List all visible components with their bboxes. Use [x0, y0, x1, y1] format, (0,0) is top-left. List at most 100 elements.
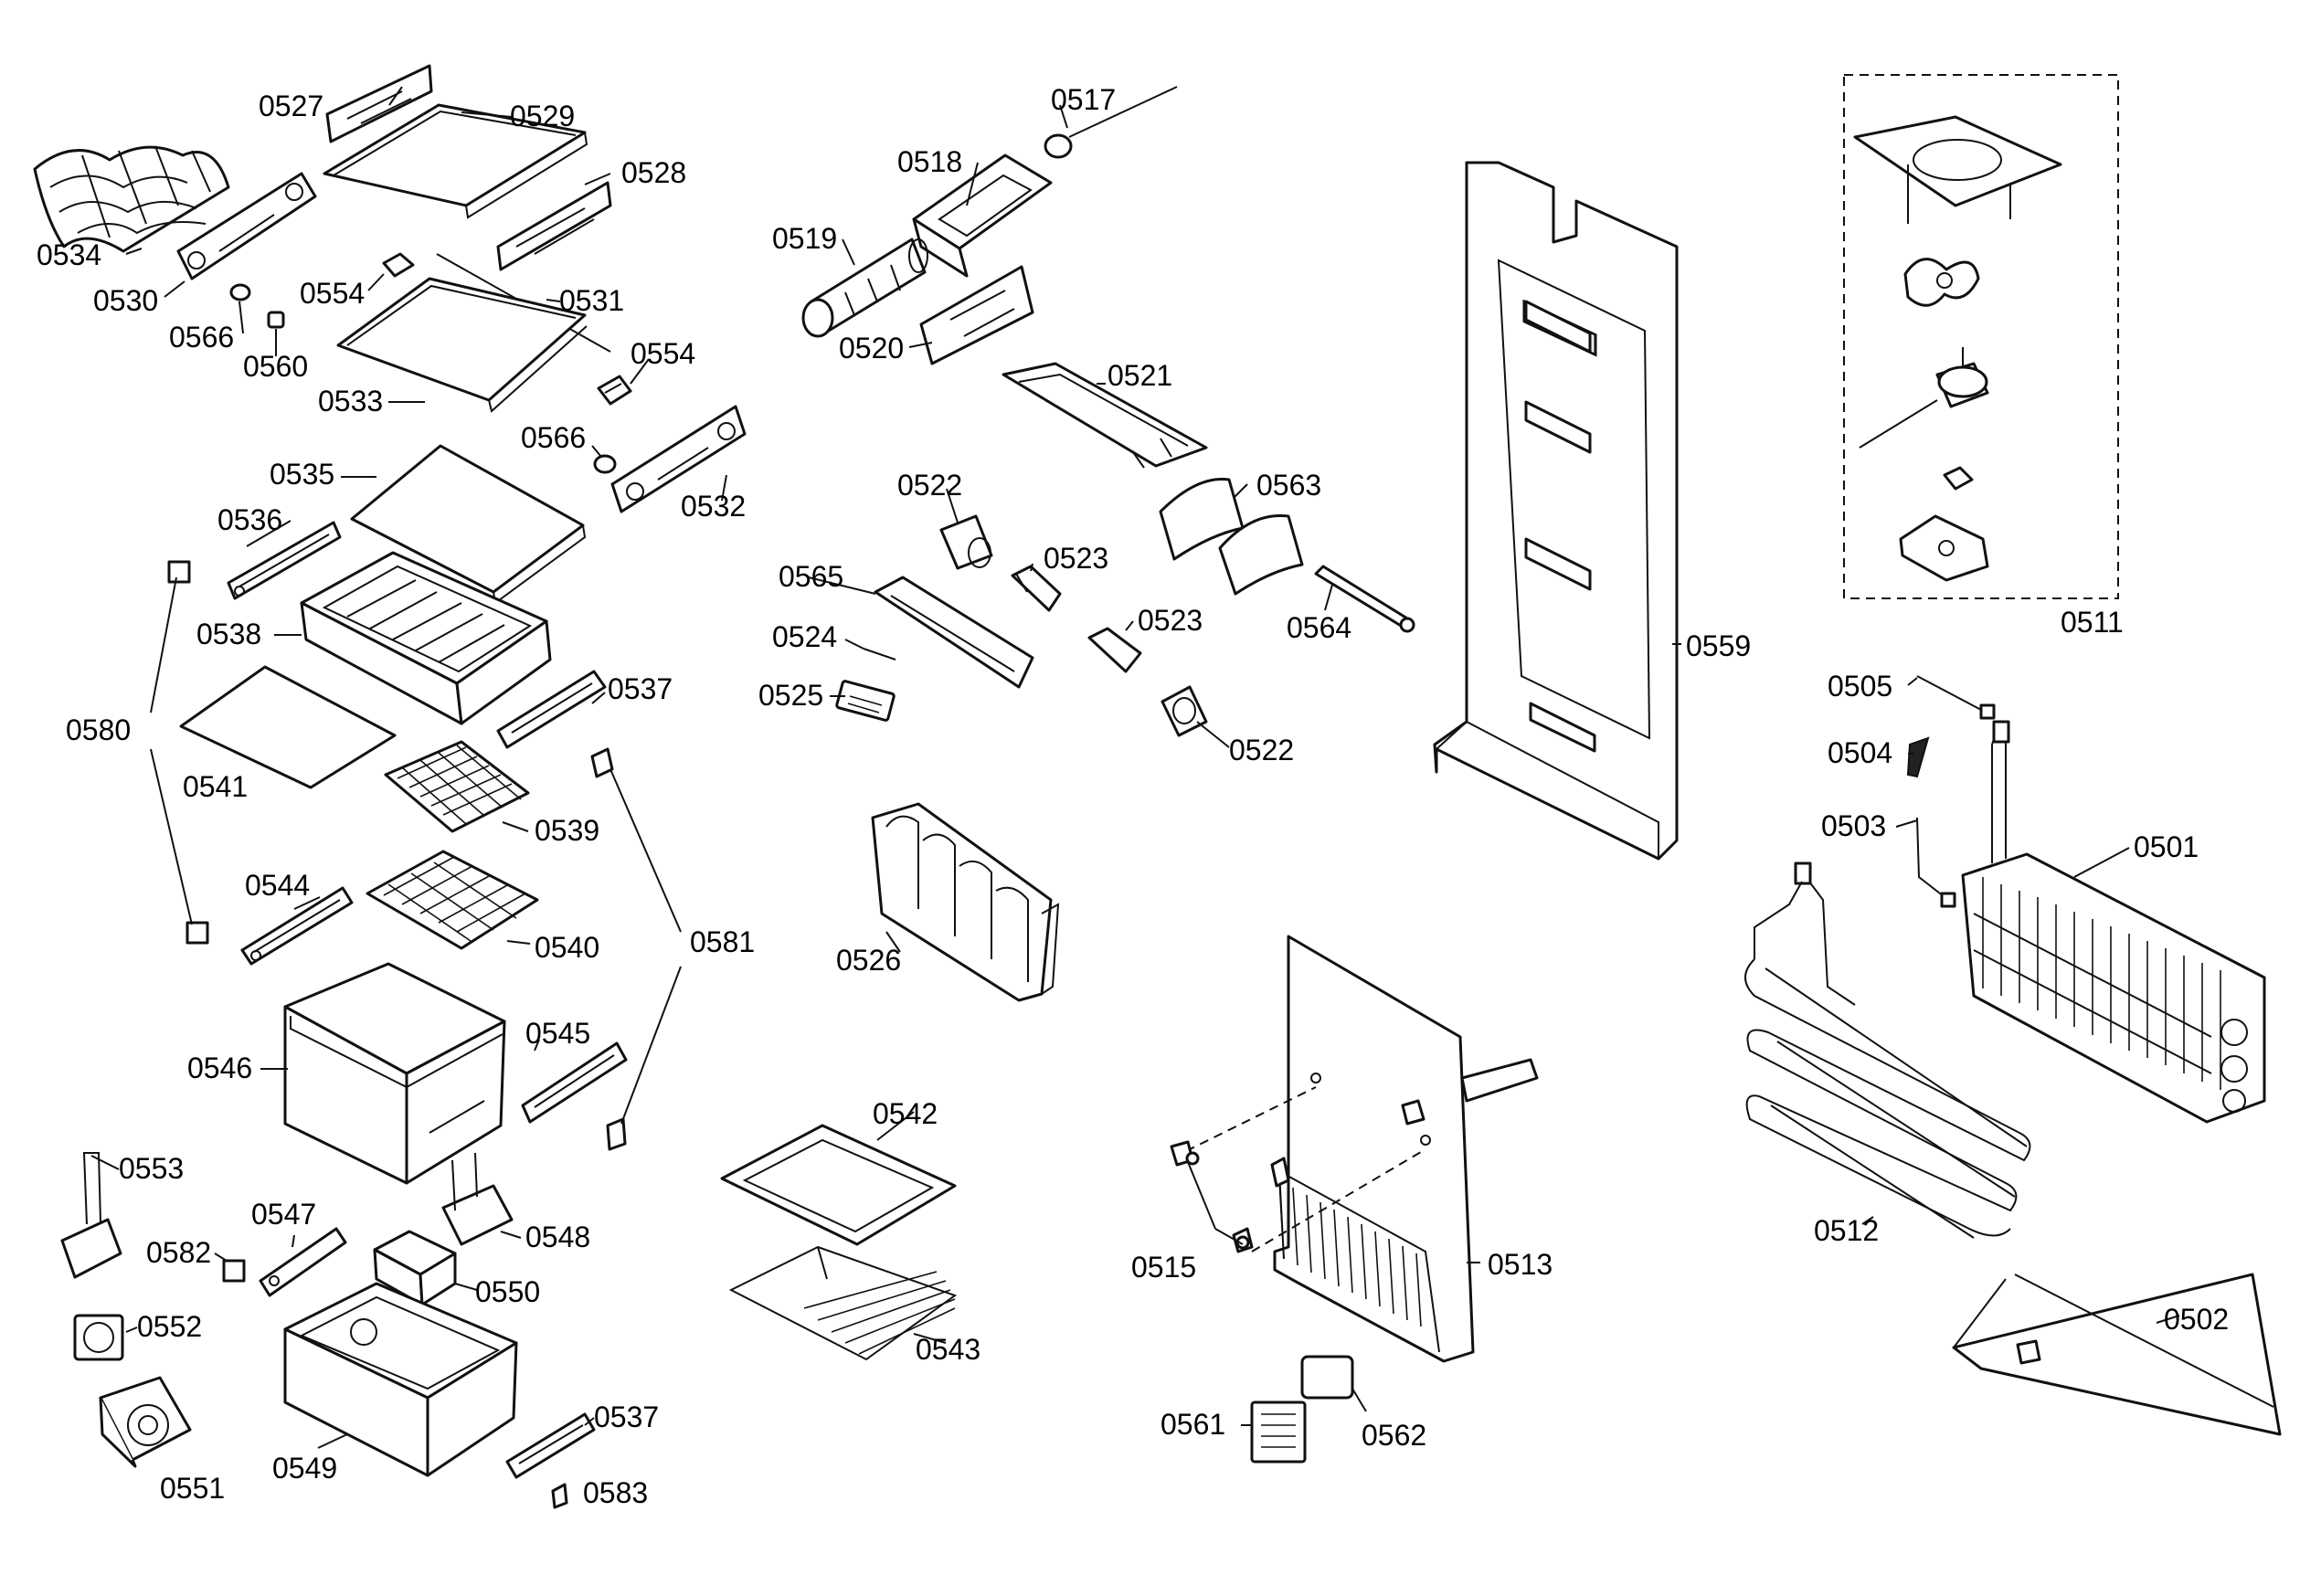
part-labels: 0527 0529 0528 0534 0530 0554 0531 0566 … [37, 83, 2229, 1509]
part-label: 0526 [836, 944, 901, 977]
shelf-rail-part [325, 64, 433, 143]
sensor-module-part [60, 1152, 122, 1279]
evaporator-cover-part [1270, 935, 1539, 1363]
part-label: 0552 [137, 1310, 202, 1343]
auger-tube-part [801, 238, 928, 338]
fan-assembly-outline [1843, 74, 2119, 599]
part-label: 0519 [772, 222, 837, 255]
part-label: 0581 [690, 925, 755, 958]
part-label: 0564 [1287, 611, 1351, 644]
bracket-part [1002, 362, 1208, 469]
part-label: 0583 [583, 1476, 648, 1509]
part-label: 0582 [146, 1236, 211, 1269]
part-label: 0504 [1828, 736, 1892, 769]
part-label: 0520 [839, 332, 904, 365]
part-label: 0559 [1686, 629, 1751, 662]
part-label: 0548 [525, 1221, 590, 1253]
glass-plate-part [179, 665, 397, 789]
part-label: 0566 [521, 421, 586, 454]
sensor-clip-part [1906, 736, 1930, 778]
grille-part [366, 850, 539, 950]
wire-part [1314, 565, 1415, 633]
part-label: 0503 [1821, 809, 1886, 842]
part-label: 0505 [1828, 670, 1892, 703]
drain-pan-part [1952, 1273, 2282, 1436]
part-label: 0566 [169, 321, 234, 354]
slide-rail-part [259, 1227, 347, 1297]
part-label: 0533 [318, 385, 383, 417]
part-label: 0523 [1044, 542, 1108, 575]
part-label: 0561 [1160, 1408, 1225, 1441]
part-label: 0532 [681, 490, 746, 523]
glass-shelf-part [323, 103, 588, 219]
light-bulb-part [1011, 565, 1062, 612]
part-label: 0513 [1488, 1248, 1553, 1281]
part-label: 0537 [608, 672, 673, 705]
part-label: 0545 [525, 1017, 590, 1050]
gasket-part [1159, 477, 1304, 596]
part-label: 0518 [897, 145, 962, 178]
switch-part [835, 680, 896, 722]
glass-shelf-part [336, 277, 588, 413]
part-label: 0539 [535, 814, 599, 847]
divider-box-part [373, 1230, 457, 1306]
side-bracket-part [610, 405, 747, 513]
part-label: 0521 [1108, 359, 1172, 392]
slide-rail-part [521, 1041, 628, 1124]
small-clip-part [590, 747, 614, 778]
back-panel-part [1433, 161, 1679, 861]
part-label: 0501 [2134, 830, 2199, 863]
small-clip-part [597, 375, 632, 406]
part-label: 0542 [873, 1097, 938, 1130]
part-label: 0502 [2164, 1303, 2229, 1336]
part-label: 0529 [510, 100, 575, 132]
fan-motor-part [1859, 347, 1989, 449]
slide-rail-part [227, 521, 342, 600]
chute-part [919, 265, 1034, 365]
part-label: 0553 [119, 1152, 184, 1185]
part-label: 0551 [160, 1472, 225, 1505]
part-label: 0565 [779, 560, 843, 593]
part-label: 0550 [475, 1275, 540, 1308]
leader-lines [90, 86, 2180, 1449]
water-tank-part [871, 802, 1060, 1002]
part-label: 0554 [631, 337, 695, 370]
pad-part [1300, 1355, 1354, 1400]
part-label: 0543 [916, 1333, 980, 1366]
part-label: 0549 [272, 1452, 337, 1485]
part-label: 0522 [897, 469, 962, 502]
side-bracket-part [176, 172, 317, 280]
part-label: 0537 [594, 1400, 659, 1433]
part-label: 0563 [1256, 469, 1321, 502]
lamp-socket-part [939, 514, 993, 570]
part-label: 0540 [535, 931, 599, 964]
slide-rail-part [240, 886, 354, 966]
part-label: 0535 [270, 458, 334, 491]
slide-rail-part [496, 670, 607, 749]
wire-shelf-part [728, 1245, 958, 1361]
part-label: 0554 [300, 277, 365, 310]
part-label: 0547 [251, 1198, 316, 1231]
part-label: 0560 [243, 350, 308, 383]
part-label: 0517 [1051, 83, 1116, 116]
thermal-fuse-part [1916, 817, 1956, 908]
module-part [441, 1152, 514, 1246]
part-label: 0538 [196, 618, 261, 650]
fan-shroud-part [1853, 115, 2062, 224]
part-label: 0511 [2061, 606, 2124, 639]
part-label: 0530 [93, 284, 158, 317]
part-label: 0523 [1138, 604, 1203, 637]
part-label: 0541 [183, 770, 248, 803]
motor-bushing-part [1943, 466, 1974, 491]
probe-part [1044, 86, 1178, 159]
part-label: 0580 [66, 713, 131, 746]
freezer-bin-part [283, 962, 506, 1185]
part-label: 0528 [621, 156, 686, 189]
part-label: 0525 [758, 679, 823, 712]
crisper-drawer-part [300, 551, 552, 725]
part-label: 0512 [1814, 1214, 1879, 1247]
shelf-rail-part [496, 181, 612, 271]
screw-part [1170, 1086, 1426, 1253]
part-label: 0546 [187, 1052, 252, 1084]
